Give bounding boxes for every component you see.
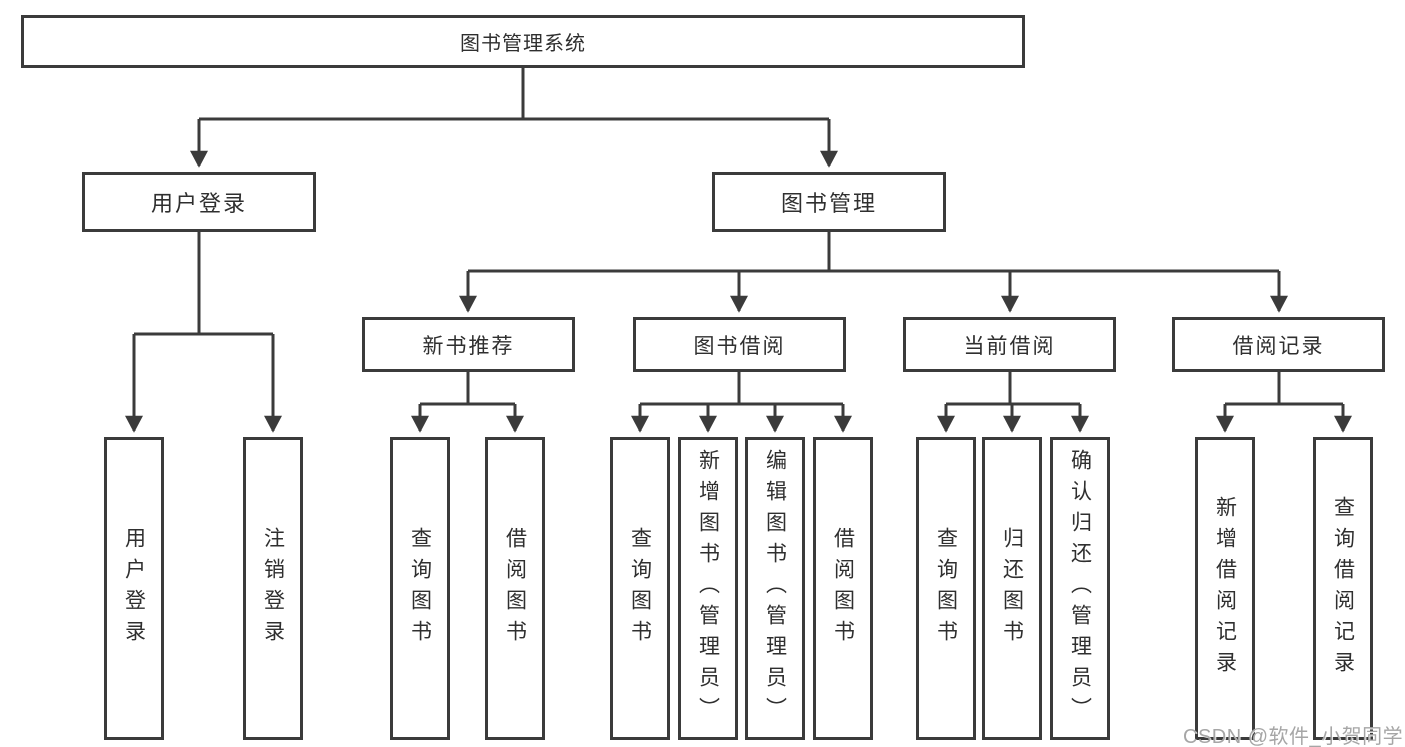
connector-new-books-trunk <box>420 372 515 406</box>
leaf-br-add-record: 新增借阅记录 <box>1195 437 1255 740</box>
connector-borrow-records-trunk <box>1225 372 1343 406</box>
node-current-borrowing: 当前借阅 <box>903 317 1116 372</box>
leaf-cb-confirm-return-admin: 确认归还（管理员） <box>1050 437 1110 740</box>
node-book-management: 图书管理 <box>712 172 946 232</box>
leaf-bb-borrow-books: 借阅图书 <box>813 437 873 740</box>
leaf-logout: 注销登录 <box>243 437 303 740</box>
leaf-cb-query-books: 查询图书 <box>916 437 976 740</box>
leaf-nb-borrow-books: 借阅图书 <box>485 437 545 740</box>
node-new-book-recommend: 新书推荐 <box>362 317 575 372</box>
leaf-bb-add-books-admin: 新增图书（管理员） <box>678 437 738 740</box>
node-user-login: 用户登录 <box>82 172 316 232</box>
connector-current-borrow-trunk <box>946 372 1080 406</box>
connector-root-trunk <box>199 68 829 121</box>
leaf-nb-query-books: 查询图书 <box>390 437 450 740</box>
connector-user-login-trunk <box>134 232 273 336</box>
leaf-bb-edit-books-admin: 编辑图书（管理员） <box>745 437 805 740</box>
connector-book-borrow-trunk <box>640 372 843 406</box>
leaf-user-login: 用户登录 <box>104 437 164 740</box>
node-book-borrowing: 图书借阅 <box>633 317 846 372</box>
node-borrowing-records: 借阅记录 <box>1172 317 1385 372</box>
watermark-text: CSDN @软件_小贺同学 <box>1183 726 1404 747</box>
leaf-cb-return-books: 归还图书 <box>982 437 1042 740</box>
leaf-br-query-record: 查询借阅记录 <box>1313 437 1373 740</box>
connector-book-management-trunk <box>468 232 1279 273</box>
leaf-bb-query-books: 查询图书 <box>610 437 670 740</box>
node-root-library-system: 图书管理系统 <box>21 15 1025 68</box>
